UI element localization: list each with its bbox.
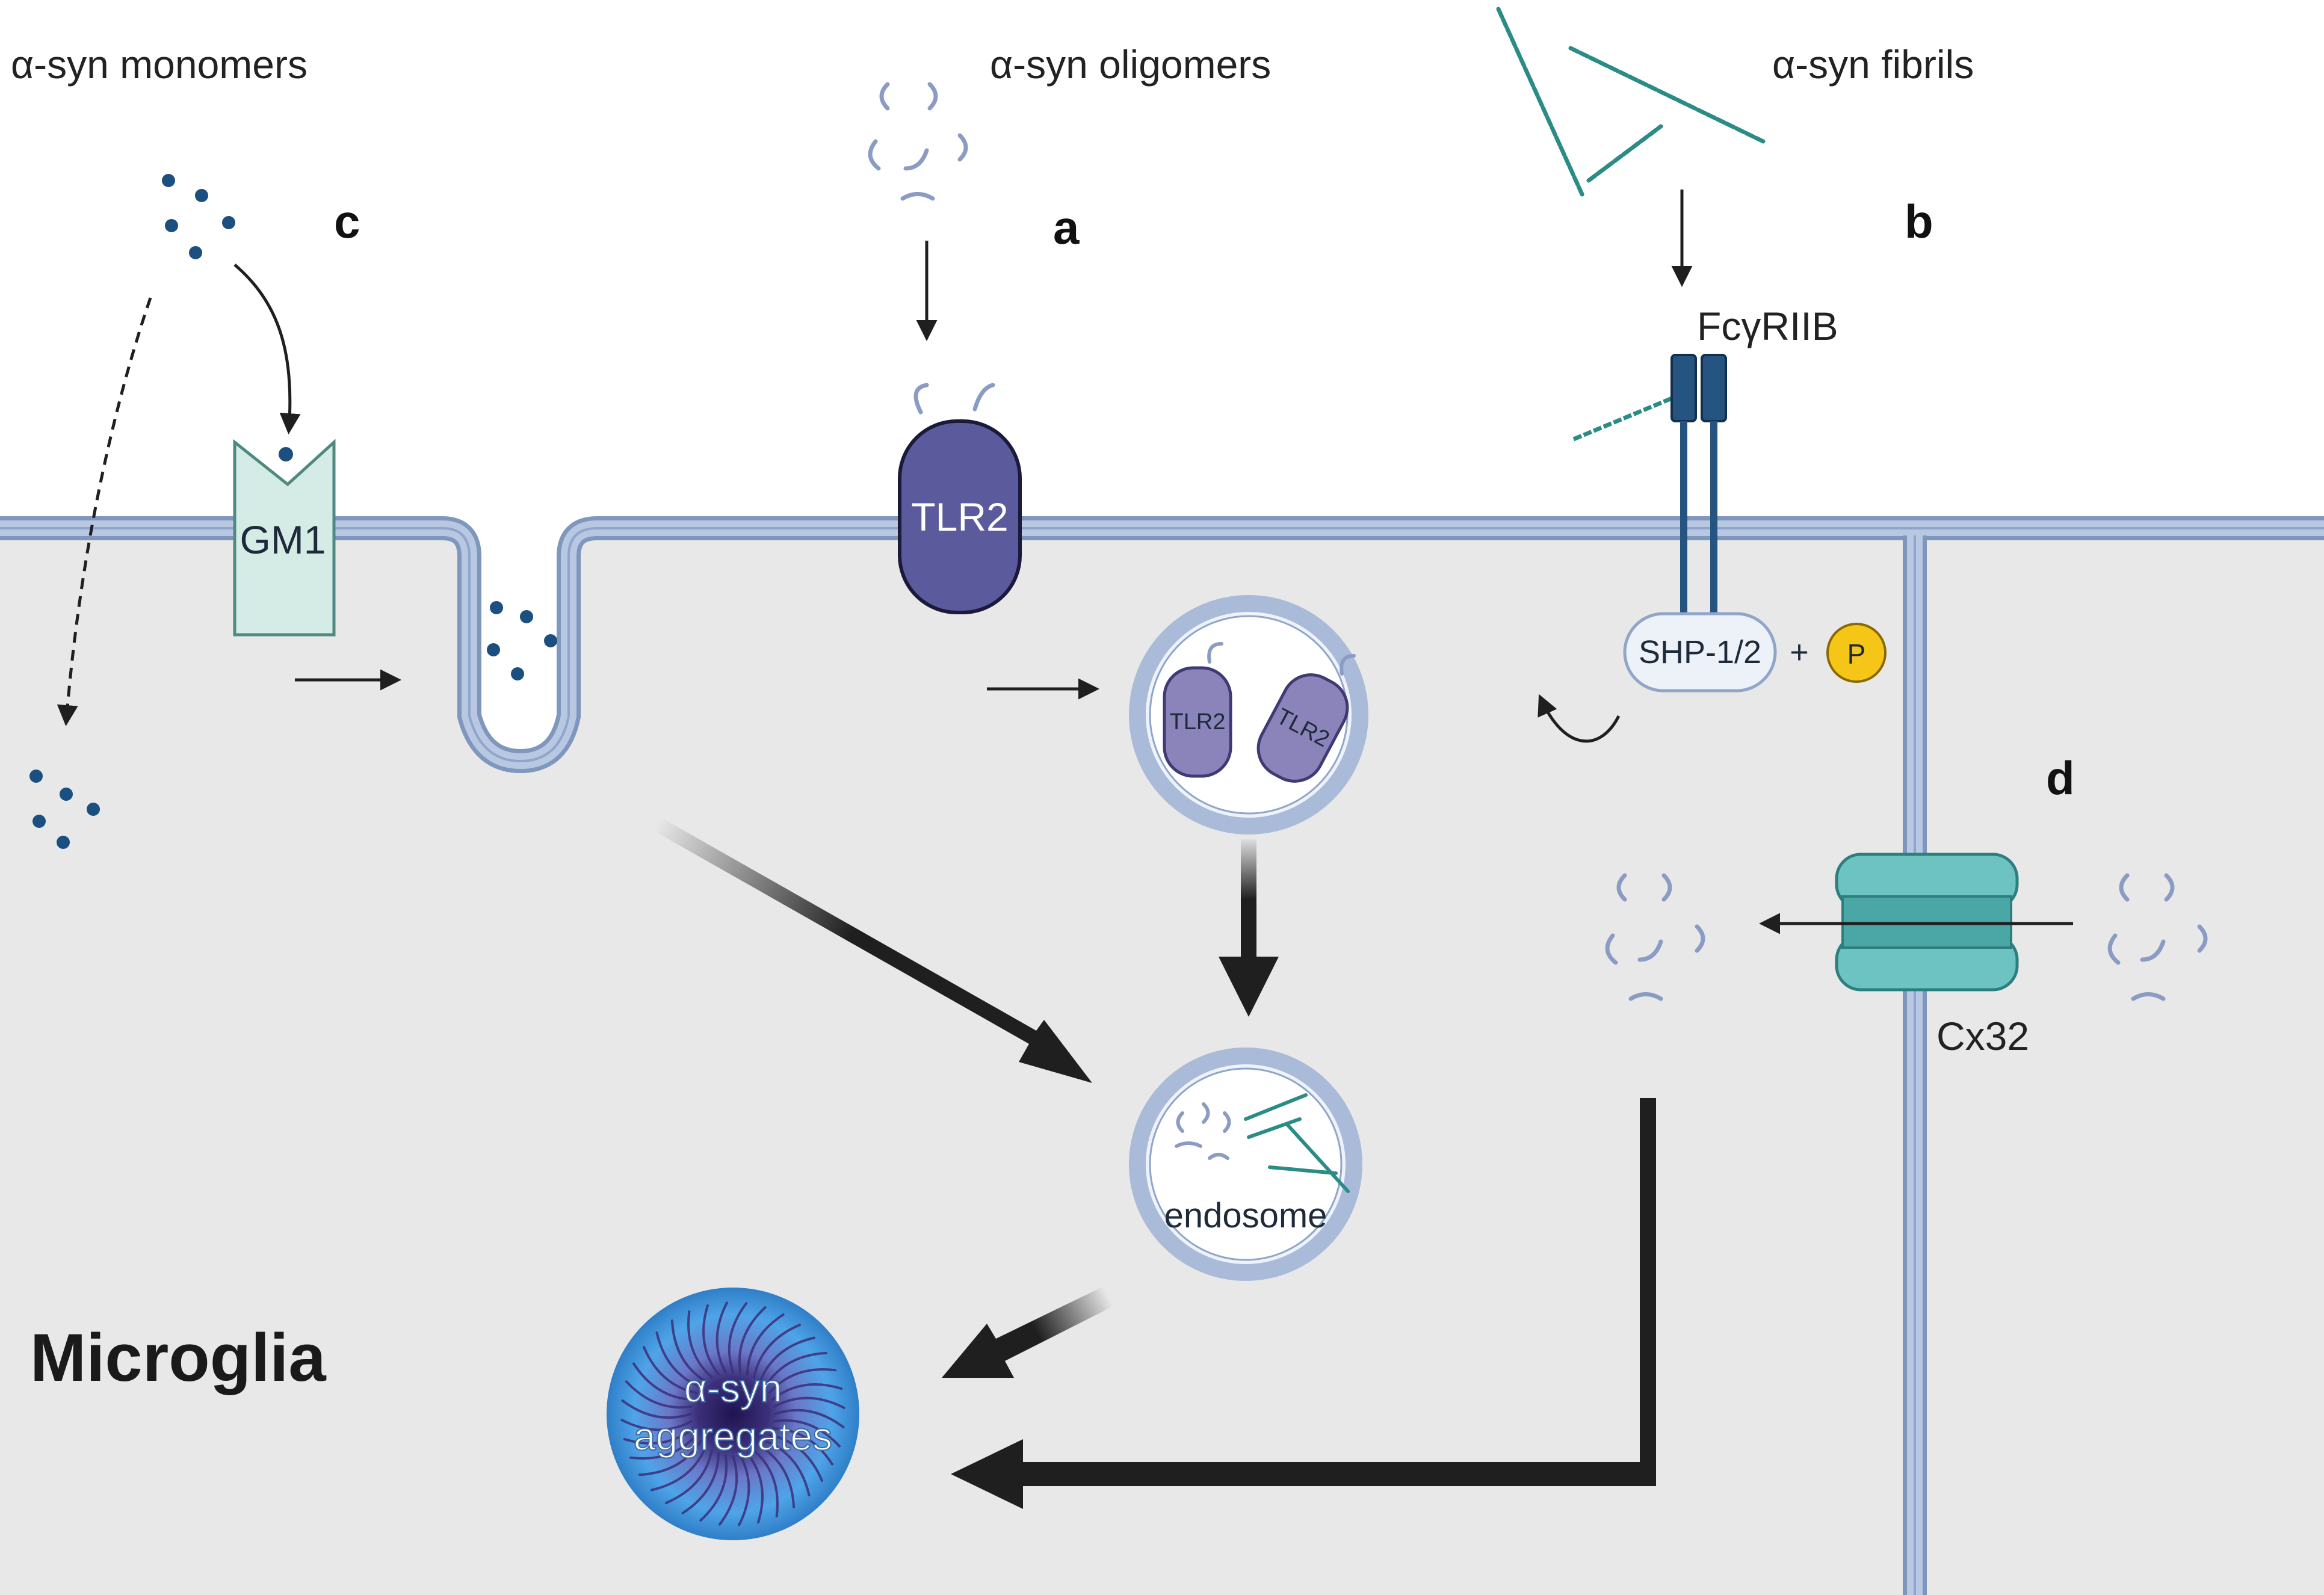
aggregate-strand (687, 1310, 713, 1379)
aggregate-strand (728, 1302, 748, 1373)
aggregate-strand (753, 1449, 779, 1518)
aggregate-strand (715, 1301, 728, 1374)
tlr2-receptor: TLR2 (898, 383, 1022, 614)
aggregate-strand (651, 1445, 707, 1492)
aggregate-strand (771, 1383, 843, 1401)
aggregate-strand (768, 1368, 837, 1394)
aggregate-strand (620, 1419, 693, 1431)
aggregate-strand (774, 1408, 845, 1429)
shp-label: SHP-1/2 (1639, 634, 1761, 670)
oligomers-neighbor-cell (2107, 873, 2208, 1001)
aggregate-strand (764, 1440, 811, 1496)
fibrils-outside (1496, 7, 1766, 198)
shp-phosphatase: SHP-1/2 (1623, 612, 1777, 693)
aggregate-strand (655, 1331, 702, 1388)
aggregate-strand (746, 1313, 785, 1376)
plus-sign: + (1790, 634, 1809, 670)
monomer-dots-outside (162, 174, 235, 259)
arrow-cx32-to-aggregates (951, 1098, 1656, 1509)
gm1-receptor: GM1 (233, 439, 336, 637)
monomer-dots-vesicle (487, 601, 557, 680)
monomer-dots-inside (29, 770, 100, 849)
aggregate-strand (681, 1452, 720, 1514)
arrow-monomer-to-gm1 (233, 264, 301, 434)
label-fibrils: α-syn fibrils (1772, 42, 1974, 87)
endosome-label: endosome (1164, 1196, 1327, 1235)
aggregate-strand (753, 1324, 801, 1379)
pathway-letter-b: b (1905, 195, 1933, 248)
aggregate-strand (738, 1454, 750, 1526)
aggregate-strand (623, 1427, 695, 1445)
arrow-endosome-to-aggregates (942, 1285, 1114, 1378)
fcgr-label: FcγRIIB (1697, 304, 1838, 348)
label-oligomers: α-syn oligomers (990, 42, 1271, 87)
aggregate-strand (764, 1351, 827, 1388)
cell-type-label: Microglia (30, 1320, 326, 1395)
aggregate-strand (773, 1419, 841, 1448)
aggregate-strand (718, 1455, 738, 1526)
aggregate-strand (670, 1319, 707, 1383)
phosphate-label: P (1847, 638, 1866, 670)
cx32-label: Cx32 (1936, 1014, 2029, 1058)
tlr2-vesicle: TLR2 TLR2 (1129, 595, 1368, 835)
aggregate-strand (702, 1304, 720, 1376)
neighbor-cell-membrane (1903, 535, 1927, 1595)
cell-membrane (0, 516, 2324, 774)
tlr2-label: TLR2 (911, 495, 1008, 539)
fibril-bound-fcgr (1572, 392, 1683, 442)
arrow-shp-feedback (1537, 694, 1621, 743)
aggregate-strand (759, 1336, 815, 1383)
arrow-vesicle-to-endosome (1219, 839, 1279, 1017)
pathway-letter-c: c (334, 195, 360, 248)
syn-aggregates: α-syn aggregates (607, 1288, 859, 1540)
oligomers-inside (1605, 873, 1705, 1001)
fcgr-receptor (1670, 354, 1727, 650)
aggregate-strand (759, 1445, 796, 1508)
arrow-invagination-to-endosome (653, 817, 1092, 1083)
aggregates-label-line2: aggregates (634, 1414, 832, 1458)
microglia-cell (0, 528, 2324, 1595)
aggregate-strand (665, 1449, 713, 1504)
label-monomers: α-syn monomers (11, 42, 307, 87)
aggregate-strand (638, 1440, 702, 1476)
aggregate-strand (629, 1434, 698, 1460)
aggregates-label-line1: α-syn (684, 1366, 782, 1410)
aggregate-strand (625, 1380, 693, 1409)
pathway-letter-d: d (2046, 751, 2075, 804)
aggregate-strand (621, 1399, 692, 1419)
arrow-monomer-diffusion-dashed (57, 297, 152, 726)
aggregate-strand (768, 1434, 823, 1482)
aggregate-strand (699, 1454, 728, 1522)
aggregate-strand (771, 1427, 833, 1466)
aggregate-strand (773, 1396, 845, 1409)
oligomers-outside (868, 82, 968, 201)
phosphate-p: P (1826, 623, 1887, 683)
pathway-letter-a: a (1053, 201, 1080, 254)
tlr2-small-label-1: TLR2 (1170, 709, 1226, 735)
aggregate-strand (632, 1362, 695, 1401)
gm1-label: GM1 (240, 517, 326, 562)
aggregate-strand (643, 1346, 698, 1394)
aggregate-strand (746, 1452, 764, 1524)
endosome: endosome (1129, 1047, 1362, 1281)
aggregate-strand (738, 1306, 767, 1374)
